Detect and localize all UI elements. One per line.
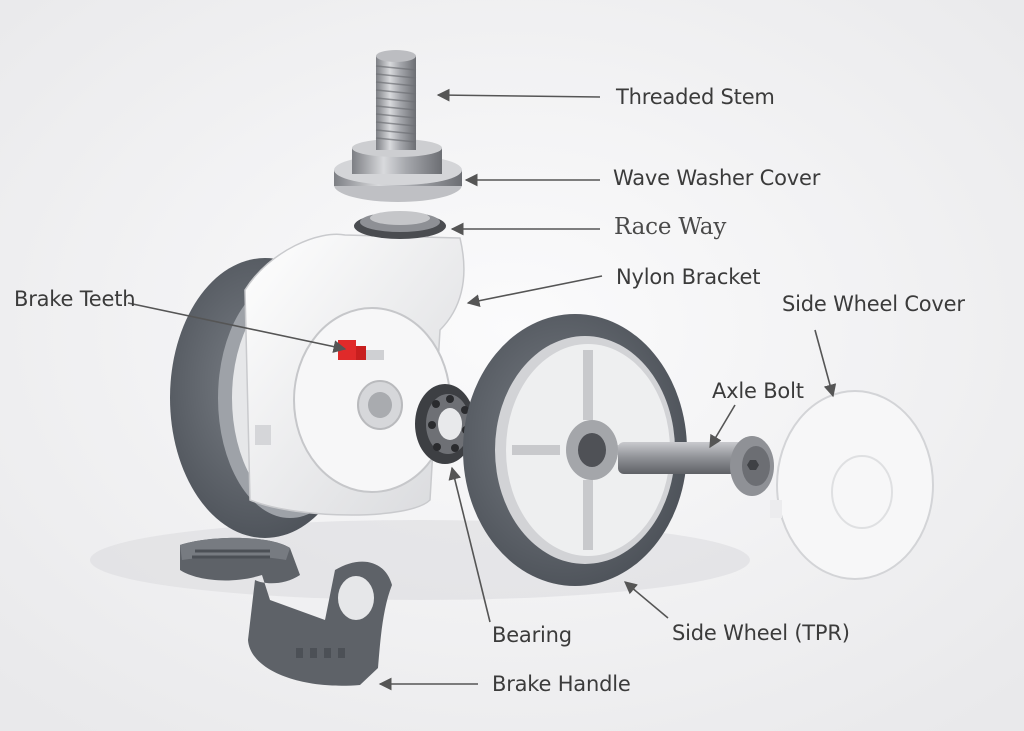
nylon-bracket-label: Nylon Bracket <box>616 265 761 289</box>
side-wheel-cover-leader <box>814 329 837 398</box>
nylon-bracket-leader <box>466 275 603 307</box>
threaded-stem-part <box>375 50 417 150</box>
side-wheel-cover-label: Side Wheel Cover <box>782 292 965 316</box>
brake-handle-part <box>180 537 392 686</box>
brake-teeth-label: Brake Teeth <box>14 287 136 311</box>
threaded-stem-leader <box>436 88 601 102</box>
axle-bolt-label: Axle Bolt <box>712 379 804 403</box>
race-way-label: Race Way <box>614 214 727 240</box>
side-wheel-tpr-label: Side Wheel (TPR) <box>672 621 850 645</box>
bearing-label: Bearing <box>492 623 572 647</box>
axle-bolt-part <box>618 436 774 496</box>
side-wheel-leader <box>624 581 669 619</box>
side-wheel-cover-part <box>770 390 934 580</box>
bearing-part <box>415 384 475 464</box>
side-wheel <box>463 314 687 586</box>
race-way-part <box>354 211 446 239</box>
nylon-bracket <box>244 233 465 516</box>
brake-handle-label: Brake Handle <box>492 672 631 696</box>
wave-washer-cover-label: Wave Washer Cover <box>613 166 821 190</box>
axle-bolt-leader <box>709 404 736 449</box>
threaded-stem-label: Threaded Stem <box>616 85 775 109</box>
bearing-leader <box>448 466 491 623</box>
brake-teeth-leader <box>127 302 347 353</box>
